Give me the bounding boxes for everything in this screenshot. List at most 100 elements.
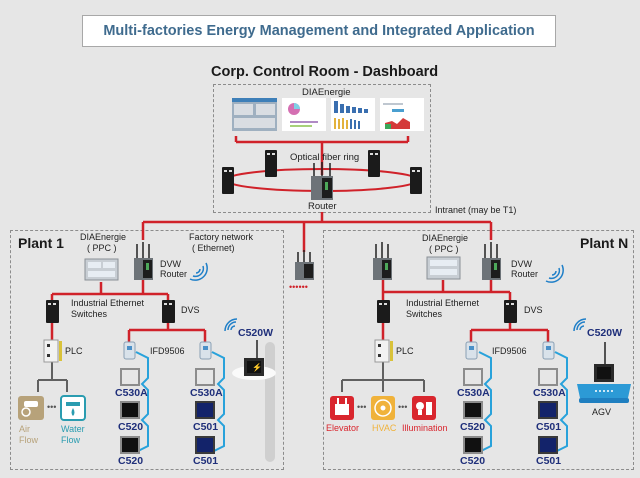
plant-n-ppc-sub: ( PPC ): [429, 244, 459, 254]
plant-n-meter-c530a-left: [463, 368, 483, 386]
more-plants-indicator: ••••••: [289, 282, 308, 292]
plant-1-dvs-switch: [162, 300, 175, 323]
plant-n-plc: [374, 339, 393, 363]
plant-n-meter-c520-b: [463, 436, 483, 454]
hvac-label: HVAC: [372, 423, 397, 433]
plant-n-router-label-2: Router: [511, 269, 539, 279]
plant-1-switch-label-1: Industrial Ethernet: [71, 298, 145, 308]
intranet-lines: [141, 212, 493, 252]
plant-1-c520w-label: C520W: [238, 327, 274, 339]
air-flow-label-1: Air: [19, 424, 30, 434]
plant-n-meter-right-0: C530A: [533, 387, 566, 399]
intranet-label: Intranet (may be T1): [435, 205, 517, 215]
dashboard-screen-bars: [331, 98, 375, 131]
optical-fiber-ring-label: Optical fiber ring: [290, 152, 360, 163]
hvac-icon: [371, 396, 395, 420]
plant-n-box: [323, 230, 634, 470]
plant-n-router-label-1: DVW: [511, 259, 532, 269]
dashboard-screen-overview: [232, 98, 277, 131]
plant-1-network-sub: ( Ethernet): [192, 243, 235, 253]
plant-n-meter-c530a-right: [538, 368, 558, 386]
ring-switch-1: [222, 167, 234, 194]
plant-n-meter-c501-b: [538, 436, 558, 454]
ring-switch-2: [265, 150, 277, 177]
plant-n-ppc-panel: [426, 256, 461, 280]
plant-n-ppc-label: DIAEnergie: [422, 233, 469, 243]
plant-1-meter-left-1: C520: [118, 421, 144, 433]
air-water-ellipsis: •••: [47, 402, 56, 412]
plant-1-plc-label: PLC: [65, 346, 83, 356]
plant-n-meter-right-2: C501: [536, 455, 562, 467]
plant-1-switch-label-2: Switches: [71, 309, 108, 319]
plant-1-dvs-label: DVS: [181, 305, 200, 315]
plant-1-ppc-label: DIAEnergie: [80, 232, 127, 242]
plant-1-meter-left-0: C530A: [115, 387, 148, 399]
plant-1-meter-right-2: C501: [193, 455, 219, 467]
plant-1-meter-c501-b: [195, 436, 215, 454]
hvac-illumination-ellipsis: •••: [398, 402, 407, 412]
water-flow-label-2: Flow: [61, 435, 81, 445]
plant-1-load-branch: [37, 362, 68, 392]
rs485-bus-lines: [135, 351, 568, 453]
plant-n-left-router: [373, 242, 392, 280]
plant-1-meter-c520-b: [120, 436, 140, 454]
plant-1-router-label-2: Router: [160, 269, 188, 279]
plant-n-ifd9506-left: [465, 341, 478, 360]
plant-1-dvw-router: [134, 242, 153, 280]
agv-label: AGV: [592, 407, 612, 417]
core-router-label: Router: [308, 201, 337, 212]
plant-n-dvs-switch: [504, 300, 517, 323]
plant-n-industrial-switch: [377, 300, 390, 323]
plant-1-meter-c530a-left: [120, 368, 140, 386]
plant-1-router-label-1: DVW: [160, 259, 181, 269]
elevator-hvac-ellipsis: •••: [357, 402, 366, 412]
ring-switch-4: [410, 167, 422, 194]
svg-text:⚡: ⚡: [252, 362, 262, 372]
plant-1-title: Plant 1: [18, 235, 64, 251]
ring-switch-3: [368, 150, 380, 177]
air-flow-icon: [18, 396, 44, 420]
elevator-icon: [330, 396, 354, 420]
plant-n-meter-c520-a: [463, 401, 483, 419]
plant-1-meter-c530a-right: [195, 368, 215, 386]
plant-n-plc-label: PLC: [396, 346, 414, 356]
plant-1-router-wifi-icon: [189, 262, 208, 281]
plant-n-dvw-router: [482, 242, 501, 280]
plant-1-ifd9506-left: [123, 341, 136, 360]
plant-n-router-wifi-icon: [545, 264, 564, 283]
plant-n-ifd-label: IFD9506: [492, 346, 527, 356]
plant-n-meter-wifi-icon: [573, 318, 587, 332]
plant-1-plc: [43, 339, 62, 363]
plant-n-switch-label-2: Switches: [406, 309, 443, 319]
plant-n-switch-label-1: Industrial Ethernet: [406, 298, 480, 308]
plant-1-c520w-pole: ⚡: [232, 340, 276, 462]
plant-1-lines: [50, 280, 207, 342]
plant-1-meter-wifi-icon: [224, 318, 238, 332]
plant-n-c520w-label: C520W: [587, 327, 623, 339]
illumination-icon: [412, 396, 436, 420]
plant-1-industrial-switch: [46, 300, 59, 323]
air-flow-label-2: Flow: [19, 435, 39, 445]
plant-1-ifd9506-right: [199, 341, 212, 360]
plant-1-meter-right-1: C501: [193, 421, 219, 433]
control-room-heading: Corp. Control Room - Dashboard: [211, 64, 439, 80]
dashboard-software-label: DIAEnergie: [302, 87, 351, 98]
plant-1-meter-c501-a: [195, 401, 215, 419]
dashboard-screen-pie: [282, 98, 326, 131]
plant-n-meter-left-1: C520: [460, 421, 486, 433]
plant-1-ppc-sub: ( PPC ): [87, 243, 117, 253]
plant-n-dvs-label: DVS: [524, 305, 543, 315]
diagram-title: Multi-factories Energy Management and In…: [82, 15, 556, 47]
plant-1-ifd-label: IFD9506: [150, 346, 185, 356]
plant-1-meter-right-0: C530A: [190, 387, 223, 399]
water-flow-icon: [60, 395, 86, 421]
plant-n-load-branch: [341, 362, 425, 392]
plant-1-ppc-panel: [84, 258, 119, 281]
plant-1-meter-c520-a: [120, 401, 140, 419]
core-router: [311, 162, 333, 200]
dashboard-screen-trend: [380, 98, 424, 131]
plant-1-meter-left-2: C520: [118, 455, 144, 467]
illumination-label: Illumination: [402, 423, 448, 433]
plant-n-meter-c501-a: [538, 401, 558, 419]
